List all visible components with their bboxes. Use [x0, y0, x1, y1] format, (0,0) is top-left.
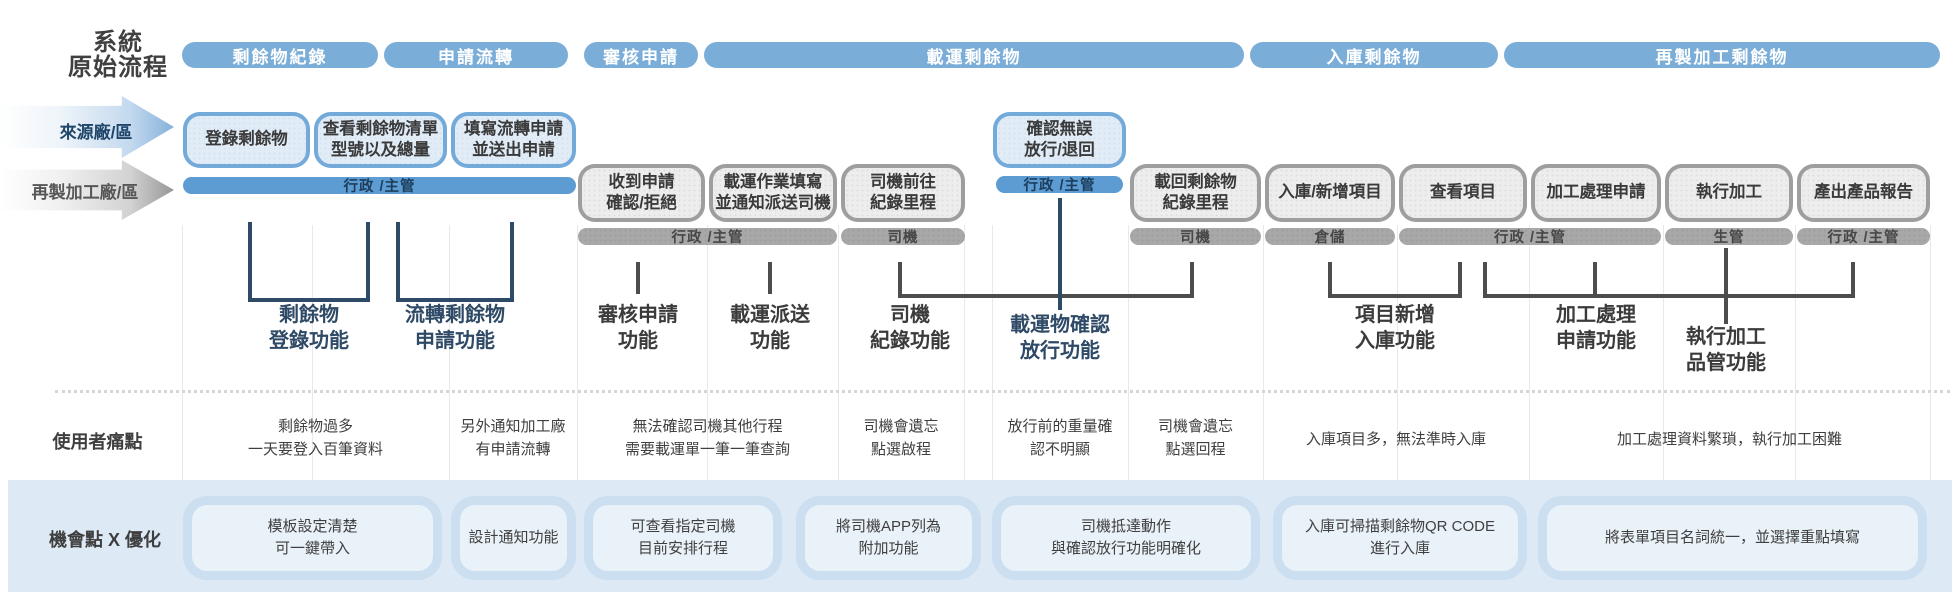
- flow-step-haul-dispatch: 載運作業填寫 並通知派送司機: [709, 164, 837, 222]
- grid-line: [577, 225, 578, 592]
- pain-point: 入庫項目多，無法準時入庫: [1305, 431, 1486, 448]
- flow-step-product-report: 產出產品報告: [1797, 164, 1930, 222]
- row-divider: [55, 390, 1950, 393]
- role-bar-admin-process: 行政 /主管: [1399, 228, 1661, 246]
- grid-line: [1128, 225, 1129, 592]
- opportunity-card: 入庫可掃描剩餘物QR CODE 進行入庫: [1273, 496, 1527, 580]
- bracket-process-mid-tick: [1593, 262, 1597, 294]
- bracket-register-function: [248, 222, 370, 302]
- bracket-process-function: [1483, 262, 1855, 298]
- page-title: 系統 原始流程: [58, 29, 178, 82]
- function-label-dispatch: 載運派送 功能: [730, 304, 810, 352]
- connector-review-function: [636, 262, 640, 294]
- opportunity-card: 將司機APP列為 附加功能: [796, 496, 981, 580]
- role-bar-admin-left: 行政 /主管: [183, 177, 576, 195]
- section-header-record: 剩餘物紀錄: [182, 42, 378, 68]
- function-label-register: 剩餘物 登錄功能: [269, 304, 349, 352]
- section-header-haul: 載運剩餘物: [704, 42, 1244, 68]
- function-label-release: 載運物確認 放行功能: [1010, 314, 1110, 362]
- section-header-review: 審核申請: [584, 42, 698, 68]
- role-bar-admin-review: 行政 /主管: [578, 228, 837, 246]
- role-bar-driver-back: 司機: [1130, 228, 1261, 246]
- function-label-transfer: 流轉剩餘物 申請功能: [405, 304, 505, 352]
- flow-step-confirm-release: 確認無誤 放行/退回: [993, 112, 1126, 168]
- role-bar-admin-report: 行政 /主管: [1797, 228, 1930, 246]
- page-title-line1: 系統: [93, 29, 143, 56]
- flow-step-haul-back: 載回剩餘物 紀錄里程: [1130, 164, 1261, 222]
- opportunity-card: 司機抵達動作 與確認放行功能明確化: [992, 496, 1260, 580]
- flow-step-view-items: 查看項目: [1399, 164, 1527, 222]
- flow-step-process-request: 加工處理申請: [1531, 164, 1661, 222]
- flow-step-fill-transfer: 填寫流轉申請 並送出申請: [451, 112, 576, 168]
- grid-line: [964, 225, 965, 592]
- grid-line: [1529, 225, 1530, 592]
- connector-dispatch-function: [768, 262, 772, 294]
- grid-line: [1663, 225, 1664, 592]
- section-header-transfer: 申請流轉: [384, 42, 568, 68]
- section-header-rework: 再製加工剩餘物: [1504, 42, 1940, 68]
- flow-step-warehouse-add: 入庫/新增項目: [1265, 164, 1395, 222]
- grid-line: [992, 225, 993, 592]
- flow-step-receive-request: 收到申請 確認/拒絕: [578, 164, 705, 222]
- flow-step-register: 登錄剩餘物: [183, 112, 310, 168]
- pain-point: 無法確認司機其他行程 需要載運單一筆一筆查詢: [624, 418, 790, 459]
- opportunity-card: 設計通知功能: [451, 496, 576, 580]
- function-label-warehouse: 項目新增 入庫功能: [1355, 304, 1435, 352]
- function-label-review: 審核申請 功能: [598, 304, 678, 352]
- role-bar-driver-out: 司機: [841, 228, 965, 246]
- role-bar-admin-release: 行政 /主管: [996, 176, 1123, 194]
- pain-point: 司機會遺忘 點選啟程: [863, 418, 939, 459]
- page-title-line2: 原始流程: [68, 54, 168, 82]
- grid-line: [182, 225, 183, 592]
- bracket-transfer-function: [396, 222, 514, 302]
- section-header-warehouse: 入庫剩餘物: [1250, 42, 1498, 68]
- pain-point: 加工處理資料繁瑣，執行加工困難: [1616, 431, 1842, 448]
- opportunity-card: 模板設定清楚 可一鍵帶入: [183, 496, 442, 580]
- pain-point: 剩餘物過多 一天要登入百筆資料: [247, 418, 383, 459]
- pain-row-label: 使用者痛點: [52, 432, 143, 452]
- rework-lane-label: 再製加工廠/區: [31, 183, 139, 202]
- grid-line: [1263, 225, 1264, 592]
- pain-point: 司機會遺忘 點選回程: [1157, 418, 1233, 459]
- bracket-driver-function: [898, 262, 1194, 298]
- grid-line: [838, 225, 839, 592]
- grid-line: [707, 225, 708, 592]
- function-label-qc: 執行加工 品管功能: [1686, 326, 1766, 374]
- role-bar-warehouse: 倉儲: [1265, 228, 1395, 246]
- connector-release-function: [1058, 198, 1062, 310]
- grid-line: [1795, 225, 1796, 592]
- grid-line: [312, 225, 313, 592]
- opportunity-card: 可查看指定司機 目前安排行程: [584, 496, 782, 580]
- pain-point: 另外通知加工廠 有申請流轉: [460, 418, 566, 459]
- opportunity-card: 將表單項目名詞統一，並選擇重點填寫: [1538, 496, 1927, 580]
- grid-line: [1397, 225, 1398, 592]
- pain-point: 放行前的重量確 認不明顯: [1007, 418, 1113, 459]
- grid-line: [449, 225, 450, 592]
- flow-step-driver-depart: 司機前往 紀錄里程: [841, 164, 965, 222]
- connector-execute-function: [1724, 248, 1728, 324]
- function-label-process: 加工處理 申請功能: [1556, 304, 1636, 352]
- grid-line: [1930, 225, 1931, 592]
- flow-step-view-list: 查看剩餘物清單 型號以及總量: [314, 112, 447, 168]
- flow-step-execute-process: 執行加工: [1665, 164, 1793, 222]
- bracket-warehouse-function: [1328, 262, 1462, 298]
- source-lane-label: 來源廠/區: [59, 123, 133, 142]
- opportunity-row-label: 機會點 X 優化: [48, 530, 161, 550]
- function-label-driver-record: 司機 紀錄功能: [870, 304, 950, 352]
- role-bar-production: 生管: [1665, 228, 1793, 246]
